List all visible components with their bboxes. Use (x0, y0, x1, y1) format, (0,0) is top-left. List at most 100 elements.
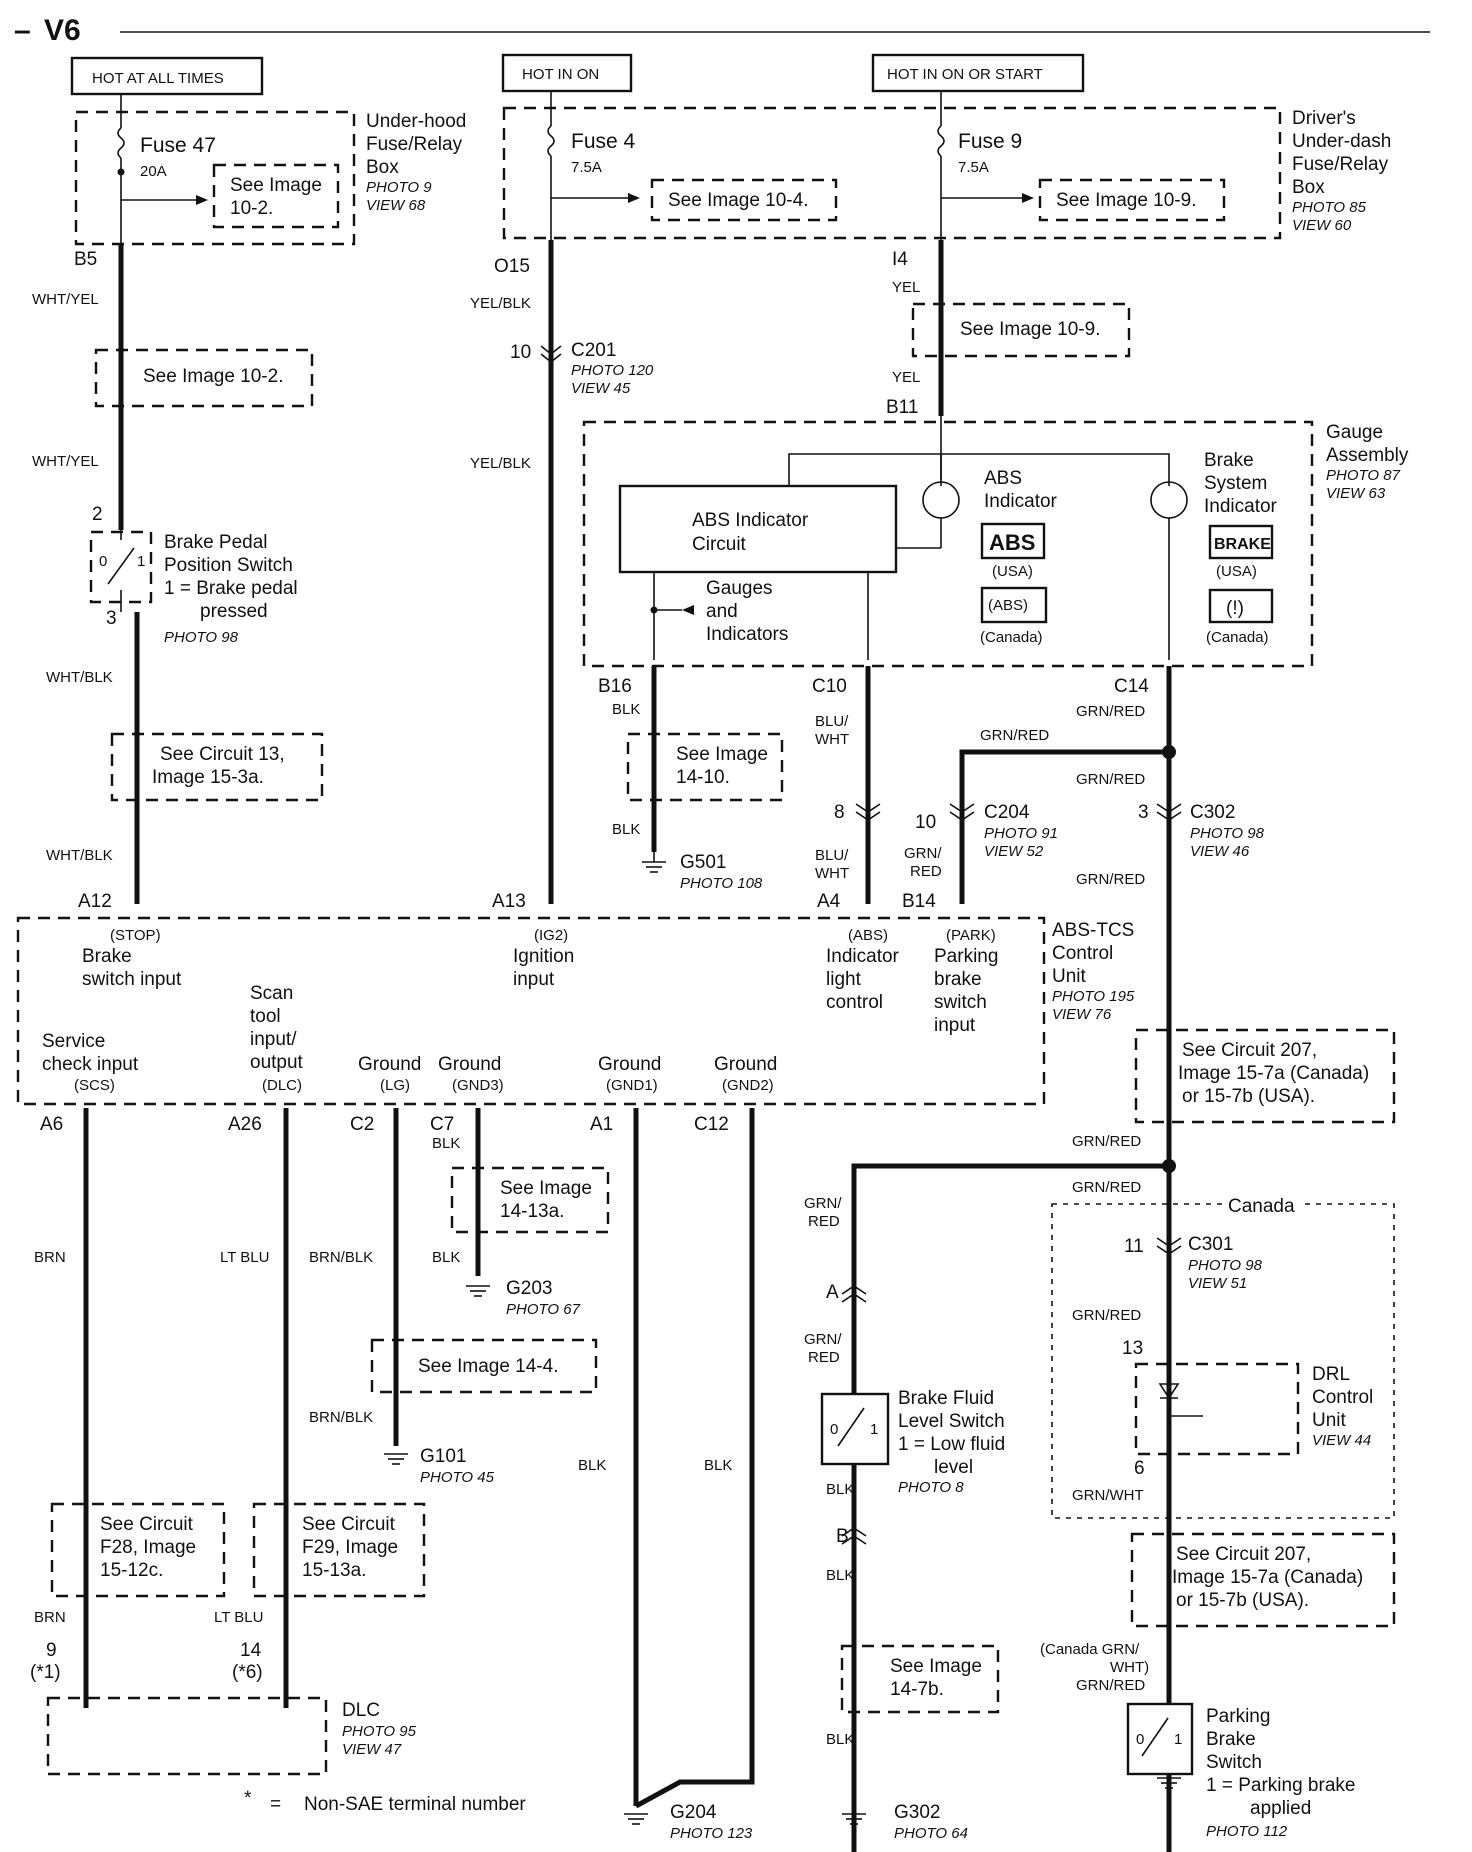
terminal-13: 13 (1122, 1338, 1143, 1359)
underdash-fuse-box (502, 106, 1282, 240)
gauge-label-2: Assembly (1326, 445, 1409, 466)
pin-park-code: (PARK) (946, 927, 996, 944)
pin-dlc-label-3: input/ (250, 1029, 297, 1050)
page-title: V6 (44, 14, 81, 47)
ground-symbol-g203 (466, 1285, 490, 1297)
terminal-B5: B5 (74, 249, 97, 270)
pin-abs-label-3: control (826, 992, 883, 1013)
ref-207a-line1: See Circuit 207, (1182, 1040, 1317, 1061)
wire-label-blk-b16: BLK (612, 701, 640, 718)
fuse9-amp: 7.5A (958, 159, 989, 176)
terminal-A26: A26 (228, 1114, 262, 1135)
pin-gnd3-label: Ground (438, 1054, 501, 1075)
fuse47-junction-dot (117, 168, 125, 176)
brake-fluid-photo: PHOTO 8 (898, 1479, 964, 1496)
c201-connector-symbol-bot (540, 353, 562, 364)
c204-photo: PHOTO 91 (984, 825, 1058, 842)
wire-label-grn-red-c301: GRN/RED (1072, 1179, 1141, 1196)
c301-view: VIEW 51 (1188, 1275, 1247, 1292)
ref-14-4: See Image 14-4. (418, 1356, 558, 1377)
fuse4-symbol (547, 125, 555, 157)
ref-207b-line1: See Circuit 207, (1176, 1544, 1311, 1565)
wire-label-grn-red-parking: GRN/RED (1076, 1677, 1145, 1694)
wire-label-grn-red-fluid-2a: GRN/ (804, 1331, 842, 1348)
underdash-box-label-1: Driver's (1292, 108, 1356, 129)
pin-park-label-1: Parking (934, 946, 998, 967)
brake-ind-label-1: Brake (1204, 450, 1254, 471)
terminal-C12: C12 (694, 1114, 729, 1135)
pin-abs-code: (ABS) (848, 927, 888, 944)
parking-brake-switch-contact (1141, 1717, 1169, 1757)
pin-park-label-3: switch (934, 992, 987, 1013)
c204-name: C204 (984, 802, 1030, 823)
g204-photo: PHOTO 123 (670, 1825, 753, 1842)
pin-scs-label-2: check input (42, 1054, 139, 1075)
ref-207b-line3: or 15-7b (USA). (1176, 1590, 1309, 1611)
gauges-label-3: Indicators (706, 624, 788, 645)
brake-fluid-pos0: 0 (830, 1421, 838, 1438)
fluid-connector-a (841, 1285, 867, 1303)
ref-circuit-13-line2: Image 15-3a. (152, 767, 264, 788)
g302-name: G302 (894, 1802, 940, 1823)
footnote-text: Non-SAE terminal number (304, 1794, 526, 1815)
fuse4-branch-arrow (628, 193, 640, 203)
ground-symbol-g204 (624, 1813, 648, 1825)
terminal-A12: A12 (78, 891, 112, 912)
terminal-11: 11 (1124, 1236, 1144, 1257)
wire-label-grn-red-c302-bot: GRN/RED (1076, 871, 1145, 888)
wire-label-blk-gnd1: BLK (578, 1457, 606, 1474)
header-dash: – (14, 14, 31, 47)
dlc-box (46, 1696, 328, 1776)
brake-pedal-pos1: 1 (137, 553, 145, 570)
wire-label-yel-2: YEL (892, 369, 920, 386)
gauge-bus-line (788, 453, 1170, 486)
underdash-box-label-2: Under-dash (1292, 131, 1391, 152)
ref-f28-line2: F28, Image (100, 1537, 196, 1558)
g203-name: G203 (506, 1278, 552, 1299)
terminal-B16: B16 (598, 676, 632, 697)
gauges-label-2: and (706, 601, 738, 622)
wire-label-canada-grn-wht-2: WHT) (1110, 1659, 1149, 1676)
brake-ind-label-3: Indicator (1204, 496, 1278, 517)
gauge-photo: PHOTO 87 (1326, 467, 1401, 484)
ground-symbol-parking (1157, 1777, 1181, 1789)
footnote-star: * (244, 1788, 252, 1809)
c201-view: VIEW 45 (571, 380, 631, 397)
wire-grn-red-fluid-branch (851, 1163, 1169, 1852)
terminal-9: 9 (46, 1640, 57, 1661)
ref-f29-line3: 15-13a. (302, 1560, 366, 1581)
terminal-10-c204: 10 (915, 812, 936, 833)
underhood-box-label-2: Fuse/Relay (366, 134, 463, 155)
drl-label-3: Unit (1312, 1410, 1347, 1431)
abs-usa-badge (980, 522, 1046, 560)
wire-label-blk-g501: BLK (612, 821, 640, 838)
ref-circuit-13-line1: See Circuit 13, (160, 744, 285, 765)
drl-control-unit-box (1134, 1362, 1300, 1456)
ref-f28-line1: See Circuit (100, 1514, 194, 1535)
ref-14-7b-line1: See Image (890, 1656, 982, 1677)
pin-gnd1-label: Ground (598, 1054, 661, 1075)
ref-207b-line2: Image 15-7a (Canada) (1172, 1567, 1363, 1588)
parking-brake-pos1: 1 (1174, 1731, 1182, 1748)
wire-label-lt-blu-2: LT BLU (214, 1609, 263, 1626)
splice-grn-red-1 (1162, 745, 1176, 759)
wire-label-grn-red-drl: GRN/RED (1072, 1307, 1141, 1324)
source-box-hot-in-on-or-start (871, 53, 1085, 93)
underdash-box-label-3: Fuse/Relay (1292, 154, 1389, 175)
pin-ig2-label-2: input (513, 969, 555, 990)
terminal-9-note: (*1) (30, 1662, 61, 1683)
wire-label-grn-red-b14a: GRN/ (904, 845, 942, 862)
parking-brake-switch-box (1126, 1702, 1194, 1776)
fuse9-see-ref: See Image 10-9. (1056, 190, 1196, 211)
parking-brake-label-5: applied (1250, 1798, 1311, 1819)
fluid-connector-b (841, 1527, 867, 1545)
pin-stop-label-1: Brake (82, 946, 132, 967)
brake-fluid-switch-contact (837, 1407, 865, 1447)
ref-10-2: See Image 10-2. (143, 366, 283, 387)
wire-label-brn-2: BRN (34, 1609, 66, 1626)
wire-label-yel-blk-2: YEL/BLK (470, 455, 531, 472)
terminal-2: 2 (92, 504, 103, 525)
ref-14-10-line2: 14-10. (676, 767, 730, 788)
underhood-box-label-1: Under-hood (366, 111, 466, 132)
